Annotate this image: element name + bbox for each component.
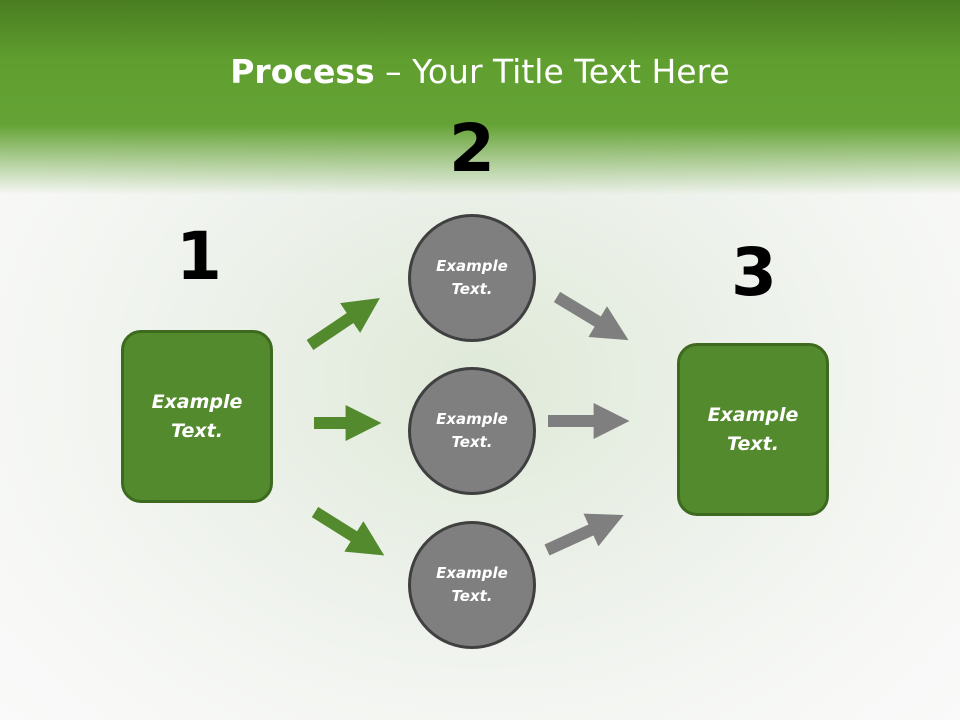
box-text-line1: Example: [151, 390, 243, 413]
circle-text-line1: Example: [436, 257, 508, 275]
title-bold: Process: [230, 52, 375, 91]
box-text-line2: Text.: [171, 419, 223, 442]
circle-text-line1: Example: [436, 564, 508, 582]
circle-text-line1: Example: [436, 410, 508, 428]
slide-title: Process – Your Title Text Here: [0, 52, 960, 91]
title-rest: – Your Title Text Here: [374, 52, 730, 91]
arrow-from-circle-1: [553, 291, 629, 341]
arrow-to-circle-1: [306, 297, 380, 350]
circle-text-line2: Text.: [451, 280, 493, 298]
circle-text-line2: Text.: [451, 587, 493, 605]
header-band: [0, 0, 960, 200]
arrow-to-circle-3: [311, 506, 385, 556]
box-text-line2: Text.: [727, 432, 779, 455]
step-number-2: 2: [449, 110, 495, 187]
circle-text-line2: Text.: [451, 433, 493, 451]
box-text-line1: Example: [707, 403, 799, 426]
step-number-3: 3: [731, 234, 777, 311]
arrow-from-circle-3: [544, 513, 624, 556]
step-number-1: 1: [176, 218, 222, 295]
